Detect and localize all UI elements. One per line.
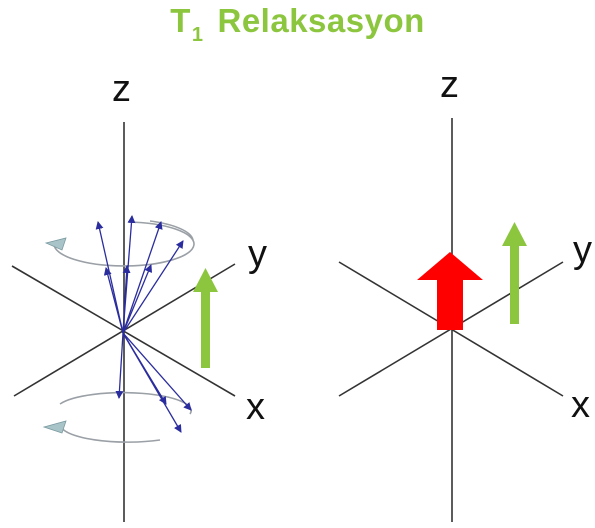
lower-ring-arrowhead (42, 420, 67, 434)
spin-vector (122, 240, 184, 334)
spin-vector (122, 264, 153, 334)
left-green-field-arrow (193, 268, 218, 368)
left-x-label: x (246, 386, 265, 428)
lower-precession-ring (42, 391, 192, 443)
spin-vectors-up (95, 215, 184, 334)
right-z-label: z (440, 64, 459, 106)
title-rest: Relaksasyon (217, 2, 425, 39)
spin-vector (115, 332, 124, 399)
title-subscript: 1 (191, 24, 204, 46)
upper-ring-arrowhead (44, 237, 67, 251)
page-title: T1 Relaksasyon (0, 2, 595, 46)
left-panel: z y x (11, 68, 267, 522)
title-main: T (170, 2, 191, 39)
right-panel: z y x (338, 64, 592, 522)
spin-vector (122, 221, 163, 334)
net-magnetization-arrow (417, 252, 483, 330)
right-y-label: y (573, 229, 592, 271)
left-z-label: z (112, 68, 131, 110)
right-green-field-arrow (502, 222, 527, 324)
right-x-label: x (571, 384, 590, 426)
spin-vector (122, 332, 182, 433)
spin-vector (103, 267, 124, 334)
spin-vector (122, 332, 192, 411)
spin-vector (122, 265, 131, 334)
spin-vectors-down (115, 332, 192, 433)
left-y-label: y (248, 233, 267, 275)
